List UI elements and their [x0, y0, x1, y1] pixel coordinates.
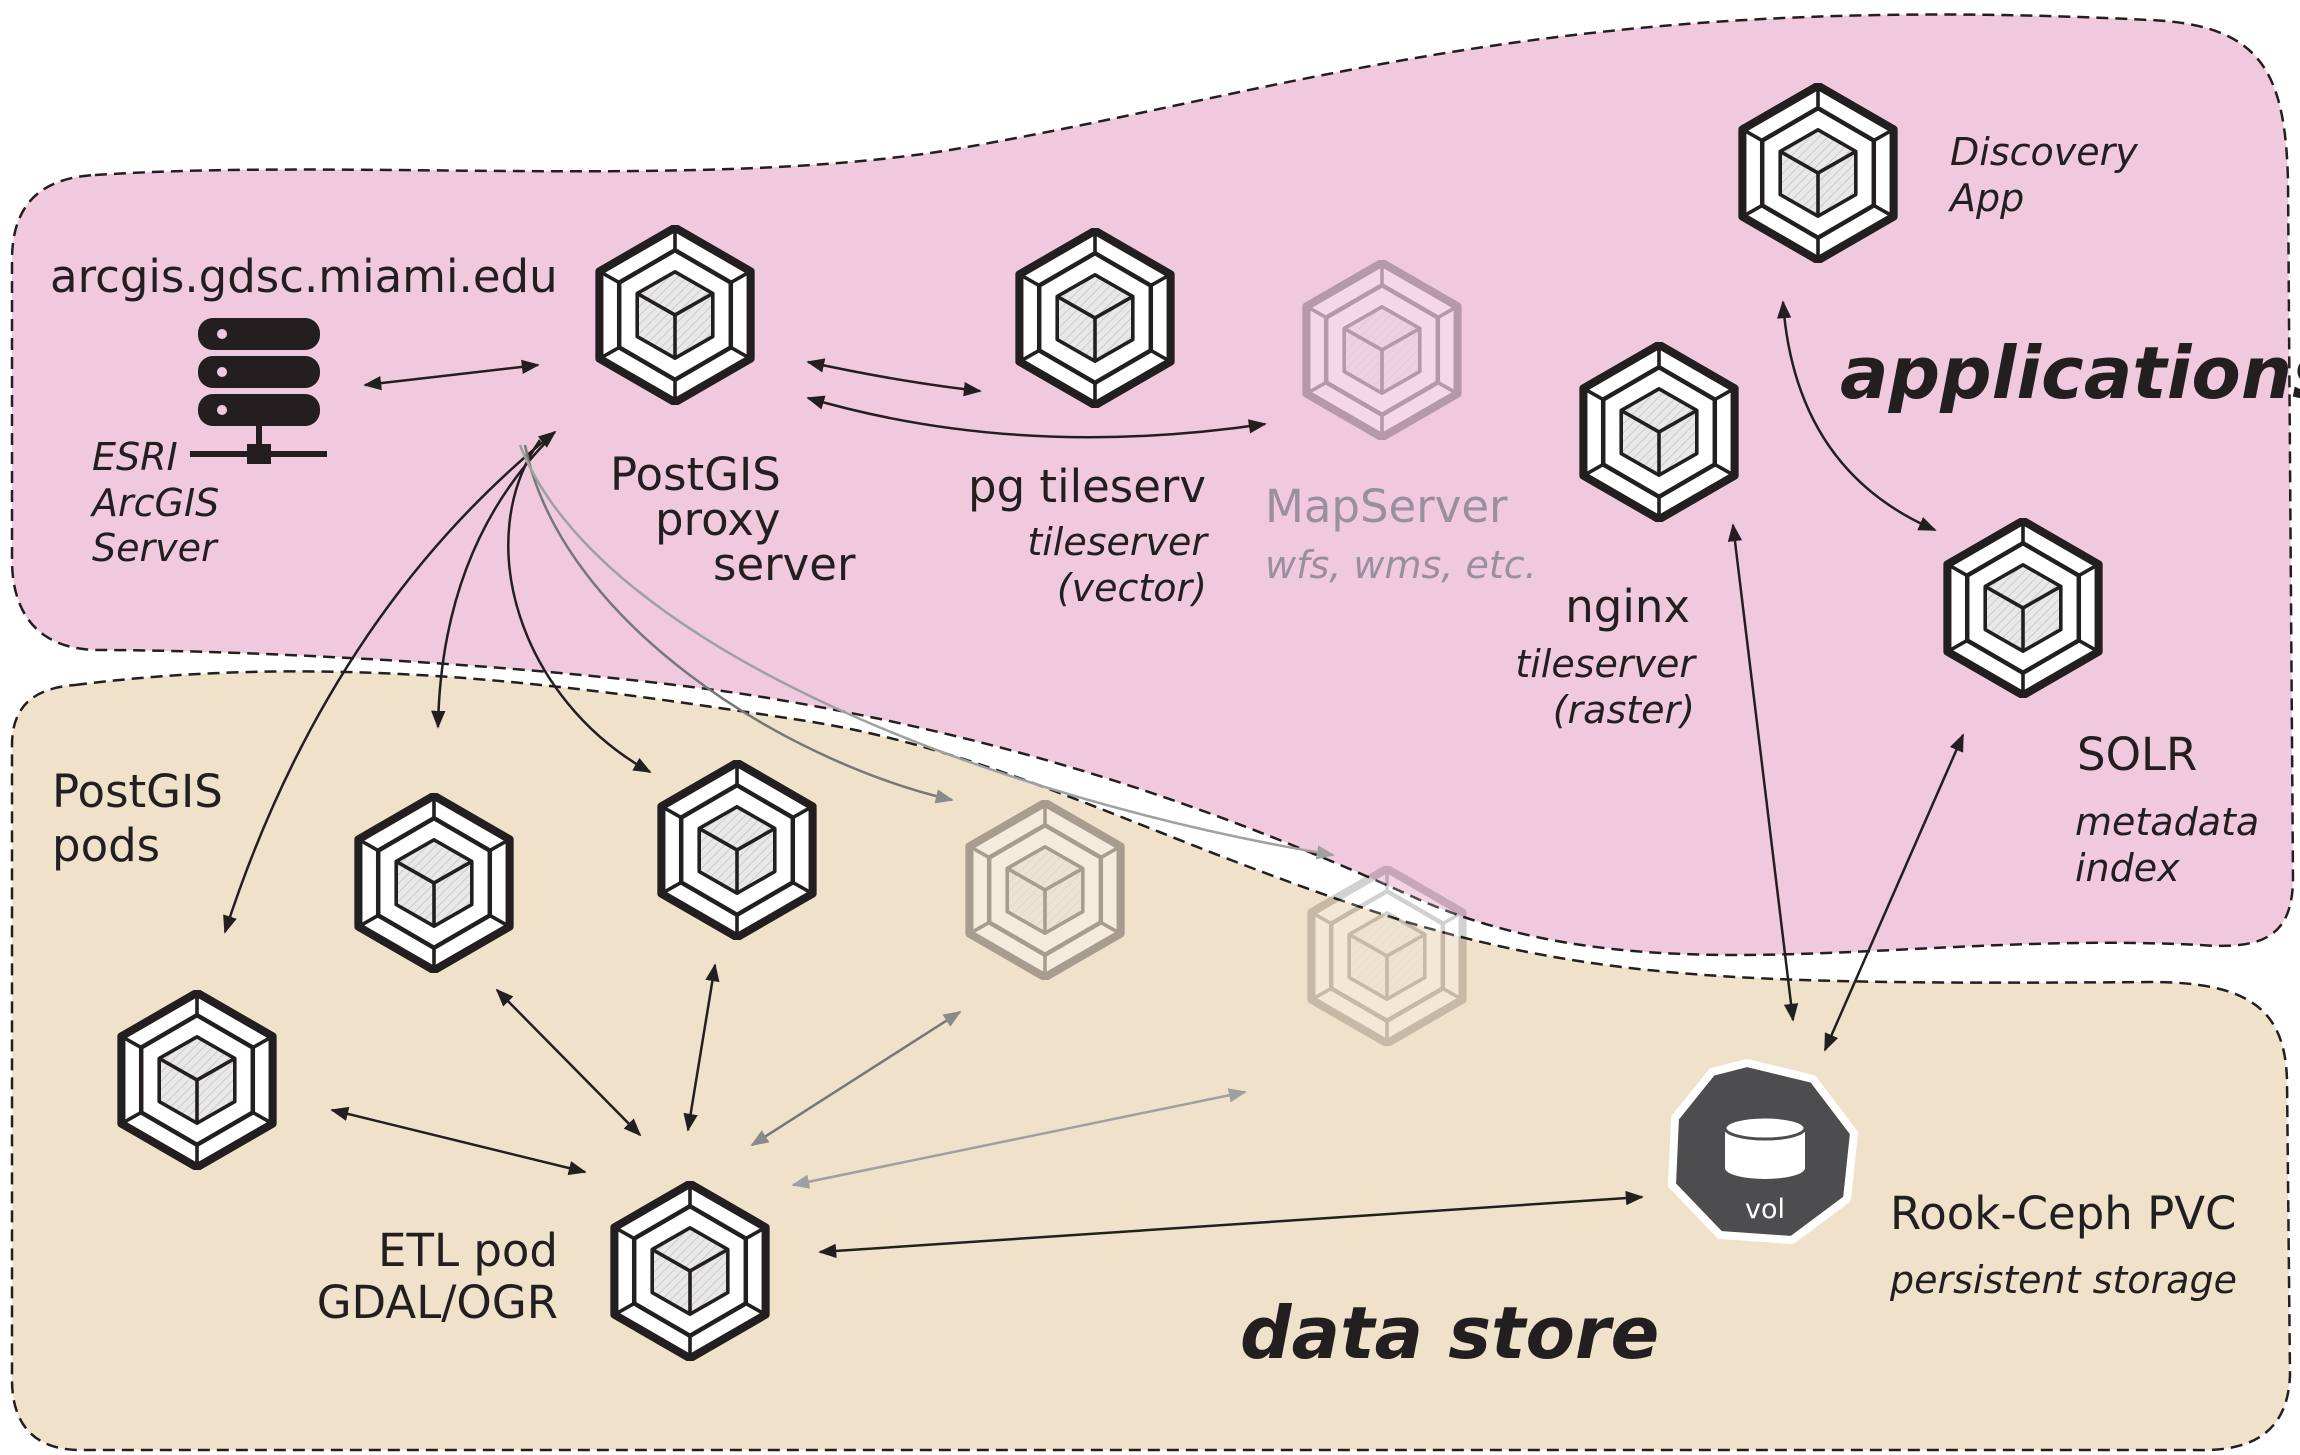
arrow-solr-volume [1823, 733, 1965, 1052]
postgis-pod-2-icon [358, 796, 509, 971]
arrow-proxy-mapserver [806, 395, 1267, 439]
solr-pod-icon [1947, 521, 2098, 696]
rook-ceph-sub: persistent storage [1890, 1258, 2237, 1302]
postgis-proxy-pod-icon [599, 228, 750, 403]
nginx-pod-icon [1583, 345, 1734, 520]
discovery-line-2: App [1950, 175, 2025, 220]
postgis-proxy-line-2: proxy [655, 493, 781, 546]
mapserver-sub: wfs, wms, etc. [1265, 543, 1537, 587]
server-caption: ESRI ArcGIS Server [92, 435, 219, 572]
solr-sub-line-2: index [2075, 845, 2180, 890]
arrow-server-proxy [363, 359, 540, 391]
arrow-etl-pod3 [683, 963, 720, 1132]
arrow-discovery-solr [1776, 300, 1937, 532]
solr-sub: metadata index [2075, 800, 2259, 891]
applications-title: applications [1840, 331, 2300, 415]
postgis-pods-line-2: pods [52, 819, 161, 872]
postgis-pod-3-icon [661, 763, 812, 938]
arrow-etl-volume [818, 1190, 1644, 1259]
arrow-proxy-pgtileserv [806, 358, 982, 397]
volume-icon: vol [1668, 1059, 1858, 1244]
svg-text:vol: vol [1745, 1194, 1785, 1225]
solr-sub-line-1: metadata [2075, 800, 2260, 844]
postgis-proxy-line-1: PostGIS [610, 448, 781, 501]
pg-tileserv-sub: tileserver (vector) [1027, 520, 1207, 611]
etl-line-1: ETL pod [378, 1224, 558, 1277]
postgis-pods-label: PostGIS pods [52, 765, 223, 873]
arrow-proxy-pod5 [518, 444, 1335, 860]
datastore-title: data store [1240, 1291, 1660, 1375]
arrow-etl-pod2 [495, 988, 642, 1137]
postgis-proxy-label: PostGIS proxy server [610, 452, 855, 587]
arrow-nginx-volume [1727, 523, 1799, 1022]
arrow-proxy-pod2 [431, 439, 549, 729]
mapserver-pod-icon [1306, 263, 1457, 438]
server-stack-icon [190, 318, 327, 464]
nginx-name: nginx [1565, 580, 1690, 633]
discovery-line-1: Discovery [1950, 130, 2138, 174]
arrow-proxy-pod4 [523, 444, 954, 804]
arrow-etl-pod5 [791, 1088, 1247, 1189]
etl-label: ETL pod GDAL/OGR [317, 1225, 558, 1329]
pg-tileserv-sub-line-2: (vector) [1056, 565, 1207, 610]
rook-ceph-name: Rook-Ceph PVC [1890, 1187, 2237, 1240]
nginx-sub: tileserver (raster) [1515, 642, 1695, 733]
postgis-pod-5-icon [1311, 869, 1462, 1044]
solr-name: SOLR [2077, 728, 2198, 781]
arrow-proxy-pod1 [223, 430, 557, 934]
nginx-sub-line-1: tileserver [1515, 642, 1695, 686]
nginx-sub-line-2: (raster) [1552, 687, 1695, 732]
mapserver-name: MapServer [1265, 480, 1508, 533]
etl-pod-icon [614, 1184, 765, 1359]
postgis-pod-1-icon [121, 993, 272, 1168]
server-caption-line-3: Server [92, 526, 217, 571]
server-caption-line-1: ESRI [92, 435, 178, 479]
arrow-proxy-pod3 [507, 439, 652, 774]
postgis-pod-4-icon [969, 803, 1120, 978]
pg-tileserv-sub-line-1: tileserver [1027, 520, 1207, 564]
server-caption-line-2: ArcGIS [92, 480, 220, 525]
pg-tileserv-name: pg tileserv [968, 460, 1207, 513]
arrow-etl-pod1 [330, 1106, 587, 1176]
pg-tileserv-pod-icon [1019, 231, 1170, 406]
arrow-etl-pod4 [750, 1010, 962, 1147]
postgis-proxy-line-3: server [713, 538, 856, 591]
etl-line-2: GDAL/OGR [316, 1275, 558, 1329]
server-hostname: arcgis.gdsc.miami.edu [50, 250, 558, 303]
discovery-label: Discovery App [1950, 130, 2138, 221]
applications-region [10, 13, 2295, 957]
discovery-pod-icon [1742, 86, 1893, 261]
postgis-pods-line-1: PostGIS [52, 765, 223, 818]
